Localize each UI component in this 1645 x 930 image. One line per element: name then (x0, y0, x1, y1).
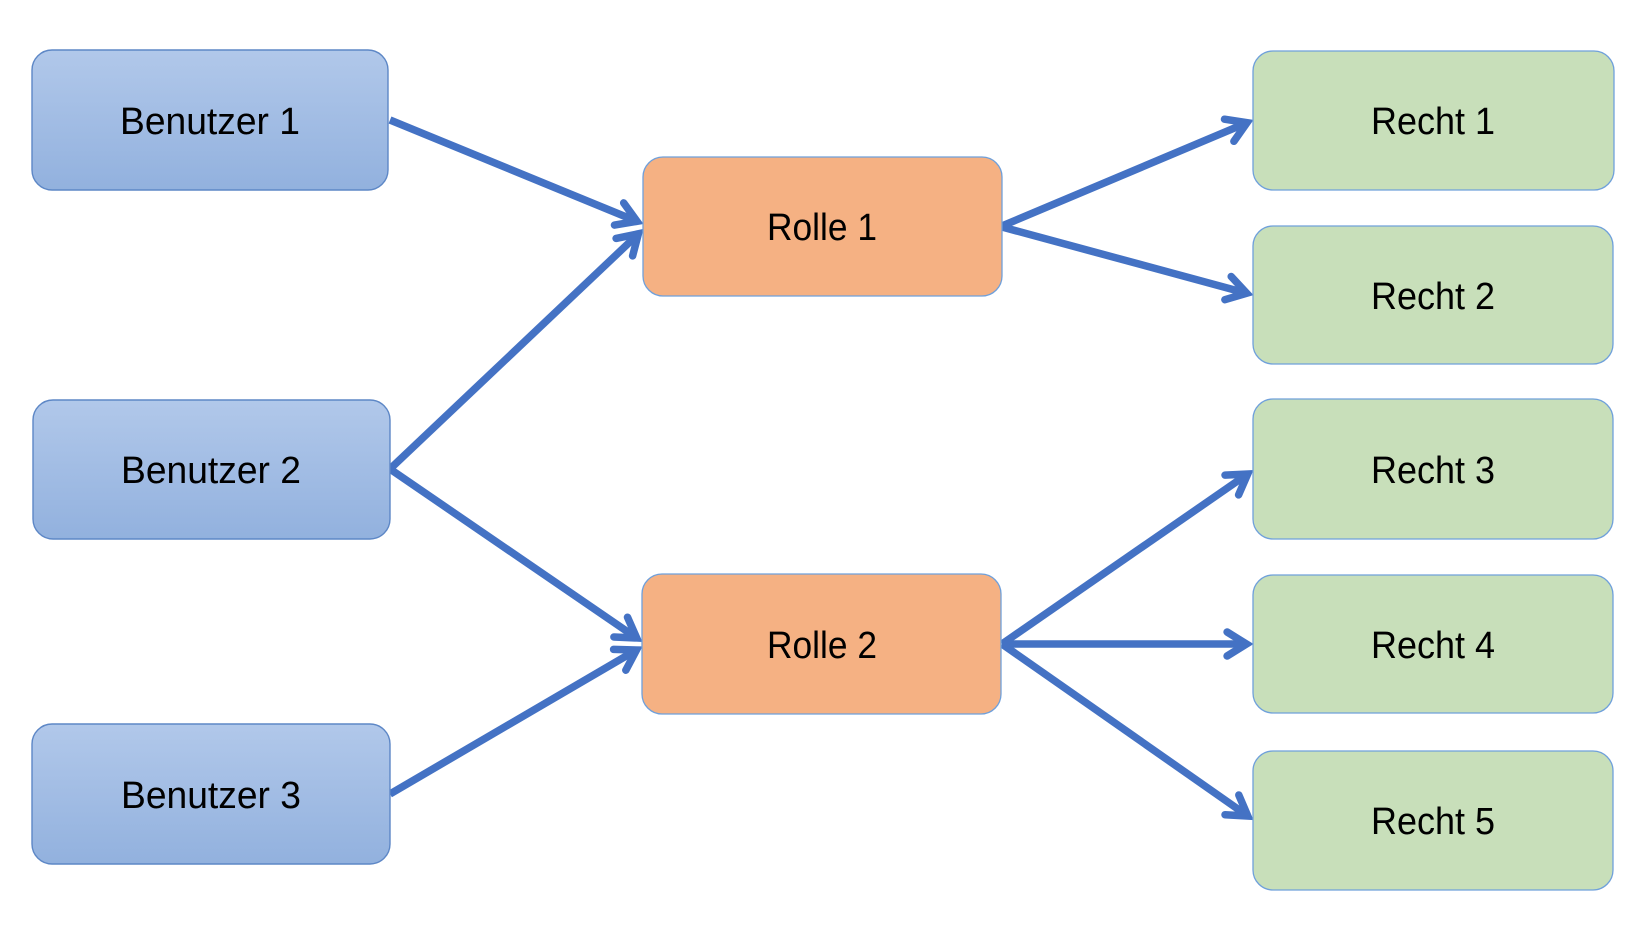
svg-text:Recht 2: Recht 2 (1371, 276, 1495, 318)
svg-text:Recht 4: Recht 4 (1371, 625, 1495, 667)
svg-text:Rolle 2: Rolle 2 (767, 625, 877, 667)
svg-text:Benutzer 1: Benutzer 1 (120, 101, 300, 143)
svg-text:Rolle 1: Rolle 1 (767, 207, 877, 249)
svg-text:Benutzer 2: Benutzer 2 (121, 450, 301, 492)
svg-text:Recht 3: Recht 3 (1371, 450, 1495, 492)
svg-text:Recht 5: Recht 5 (1371, 801, 1495, 843)
svg-text:Benutzer 3: Benutzer 3 (121, 775, 301, 817)
svg-text:Recht 1: Recht 1 (1371, 101, 1495, 143)
